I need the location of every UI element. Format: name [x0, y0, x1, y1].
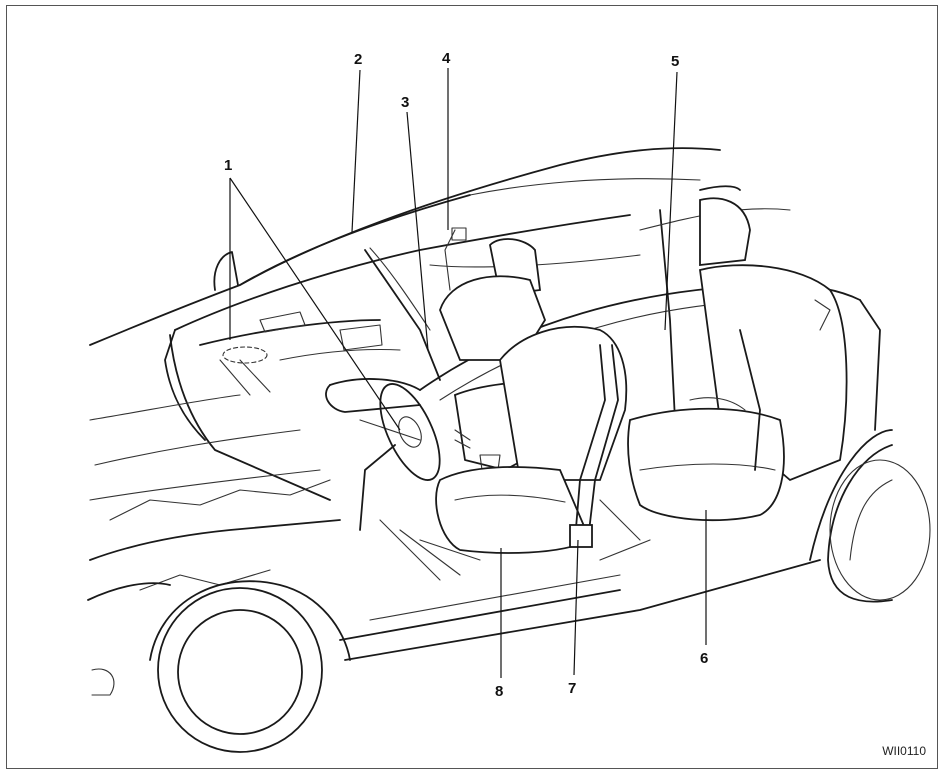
leader-2 [351, 69, 361, 233]
steering-wheel [359, 383, 441, 531]
callout-3: 3 [401, 94, 409, 111]
leader-3 [406, 111, 429, 351]
callout-labels: 1 2 3 4 5 6 7 8 [224, 50, 708, 700]
callout-2: 2 [354, 51, 362, 68]
callout-7: 7 [568, 680, 576, 697]
front-passenger-seat [439, 227, 546, 361]
leader-1b [229, 177, 401, 431]
rear-seat [627, 197, 848, 522]
figure-code: WII0110 [882, 744, 926, 758]
passenger-airbag-zone [222, 346, 268, 364]
callout-4: 4 [442, 50, 451, 67]
driver-seat [435, 326, 628, 554]
rear-belt-anchor [451, 227, 467, 241]
callout-8: 8 [495, 683, 503, 700]
leader-lines [229, 68, 707, 678]
leader-7 [573, 539, 579, 676]
seat-belt-buckle [569, 524, 593, 548]
callout-1: 1 [224, 157, 232, 174]
figure-frame [6, 5, 938, 769]
dashboard [199, 311, 421, 441]
leader-5 [664, 71, 678, 331]
callout-6: 6 [700, 650, 708, 667]
callout-5: 5 [671, 53, 679, 70]
